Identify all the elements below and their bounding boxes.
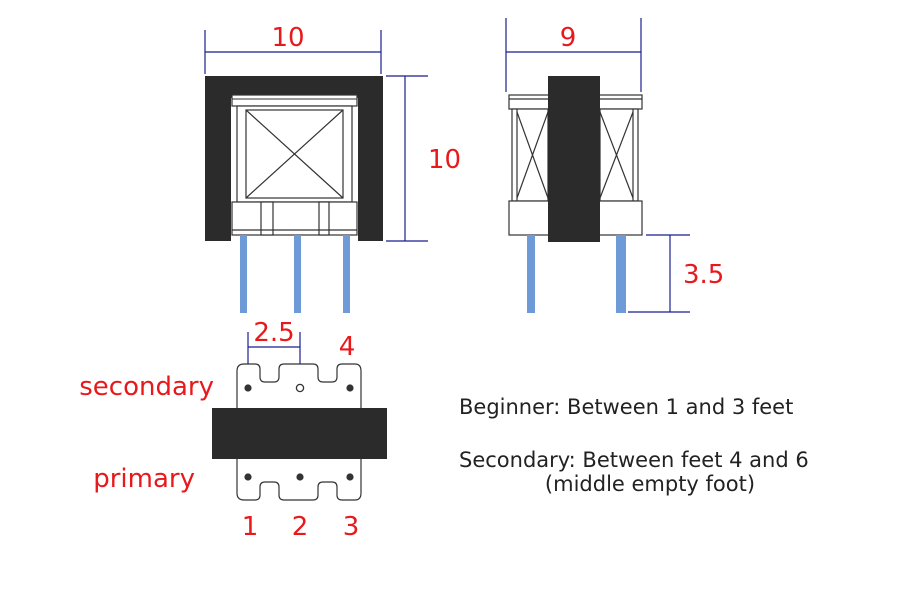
primary-label: primary (93, 464, 195, 494)
front-height-dimension (386, 75, 428, 242)
side-width-dimension (505, 18, 642, 92)
secondary-label: secondary (79, 372, 214, 402)
front-pins (240, 235, 350, 313)
side-bobbin (511, 108, 639, 202)
front-view: 10 10 (204, 23, 461, 313)
side-pin-length-dimension (628, 234, 690, 313)
side-width-label: 9 (560, 23, 577, 53)
front-width-label: 10 (271, 23, 304, 53)
side-pins (527, 235, 626, 313)
note-middle-empty-foot: (middle empty foot) (545, 472, 755, 496)
front-core (205, 76, 383, 241)
pin2-label: 2 (292, 512, 309, 542)
side-view: 9 3.5 (505, 18, 724, 313)
front-top-plate (231, 94, 358, 107)
secondary-pin-dots (244, 383, 354, 393)
bottom-view: 2.5 4 secondary primary 1 2 3 (79, 318, 387, 542)
pin3-label: 3 (343, 512, 360, 542)
note-secondary: Secondary: Between feet 4 and 6 (459, 448, 809, 472)
side-pin-length-label: 3.5 (683, 260, 724, 290)
front-base (231, 201, 358, 236)
side-core (548, 76, 600, 242)
bottom-core (212, 408, 387, 459)
front-bobbin (236, 105, 353, 203)
pin4-label: 4 (339, 332, 356, 362)
front-height-label: 10 (428, 145, 461, 175)
pin1-label: 1 (242, 512, 259, 542)
pin-pitch-label: 2.5 (253, 318, 294, 348)
front-width-dimension (204, 30, 382, 74)
notes: Beginner: Between 1 and 3 feet Secondary… (459, 395, 809, 496)
primary-pin-dots (244, 473, 354, 481)
note-beginner: Beginner: Between 1 and 3 feet (459, 395, 793, 419)
